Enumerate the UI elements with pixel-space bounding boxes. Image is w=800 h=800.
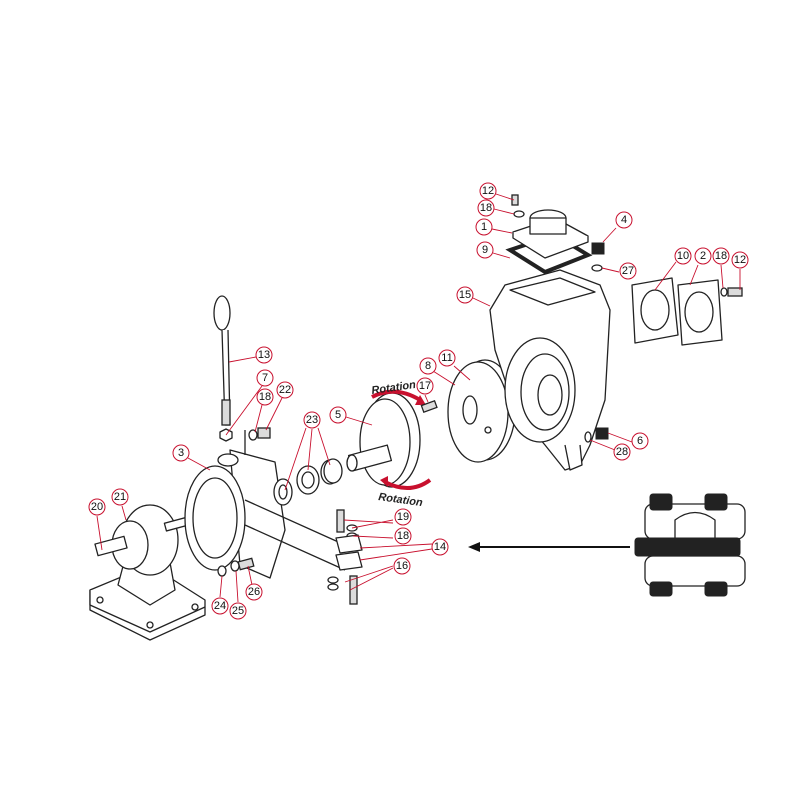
eyebolt: [213, 295, 233, 442]
bearing-pedestal: [89, 504, 206, 641]
svg-text:18: 18: [259, 391, 271, 403]
callout-23: 23: [303, 411, 321, 429]
svg-text:23: 23: [306, 414, 318, 426]
svg-text:22: 22: [279, 384, 291, 396]
svg-text:8: 8: [425, 360, 431, 372]
callout-18: 18: [256, 388, 274, 406]
detail-arrow: [468, 542, 630, 552]
pump-casing: [489, 269, 611, 471]
drain-fill-plugs: [584, 242, 609, 443]
svg-text:24: 24: [214, 600, 226, 612]
callout-6: 6: [631, 432, 649, 450]
svg-text:18: 18: [715, 250, 727, 262]
callout-18: 18: [712, 247, 730, 265]
rotation-arrows: Rotation Rotation: [371, 379, 432, 509]
adapter-housing: [184, 430, 346, 579]
svg-text:18: 18: [397, 530, 409, 542]
callout-13: 13: [255, 346, 273, 364]
callout-8: 8: [419, 357, 437, 375]
callout-27: 27: [619, 262, 637, 280]
callout-16: 16: [393, 557, 411, 575]
svg-text:27: 27: [622, 265, 634, 277]
callout-17: 17: [416, 377, 434, 395]
callout-24: 24: [211, 597, 229, 615]
svg-text:7: 7: [262, 372, 268, 384]
impeller: [346, 392, 421, 488]
callout-12: 12: [479, 182, 497, 200]
svg-text:14: 14: [434, 541, 446, 553]
svg-text:12: 12: [734, 254, 746, 266]
callout-18: 18: [394, 527, 412, 545]
clamp-detail-inset: [634, 493, 746, 597]
svg-text:13: 13: [258, 349, 270, 361]
callout-1: 1: [475, 218, 493, 236]
callout-28: 28: [613, 443, 631, 461]
svg-text:16: 16: [396, 560, 408, 572]
svg-text:4: 4: [621, 214, 627, 226]
callout-19: 19: [394, 508, 412, 526]
callout-2: 2: [694, 247, 712, 265]
callout-7: 7: [256, 369, 274, 387]
svg-text:1: 1: [481, 221, 487, 233]
callout-12: 12: [731, 251, 749, 269]
svg-text:3: 3: [178, 447, 184, 459]
callout-15: 15: [456, 286, 474, 304]
small-fasteners: [217, 427, 271, 577]
mechanical-seal: [273, 458, 343, 506]
svg-text:6: 6: [637, 435, 643, 447]
svg-text:15: 15: [459, 289, 471, 301]
callout-3: 3: [172, 444, 190, 462]
svg-text:25: 25: [232, 605, 244, 617]
callout-22: 22: [276, 381, 294, 399]
svg-text:20: 20: [91, 501, 103, 513]
svg-text:18: 18: [480, 202, 492, 214]
svg-text:9: 9: [482, 244, 488, 256]
svg-text:2: 2: [700, 250, 706, 262]
svg-text:19: 19: [397, 511, 409, 523]
suction-flanges: [631, 277, 743, 346]
discharge-flange: [505, 194, 593, 275]
callout-14: 14: [431, 538, 449, 556]
callout-11: 11: [438, 349, 456, 367]
rotation-label-bottom: Rotation: [378, 491, 424, 509]
svg-text:21: 21: [114, 491, 126, 503]
callout-18: 18: [477, 199, 495, 217]
wear-plate-and-gasket: [420, 359, 516, 463]
callout-10: 10: [674, 247, 692, 265]
callout-26: 26: [245, 583, 263, 601]
svg-text:5: 5: [335, 409, 341, 421]
svg-text:26: 26: [248, 586, 260, 598]
callout-4: 4: [615, 211, 633, 229]
callout-5: 5: [329, 406, 347, 424]
callout-21: 21: [111, 488, 129, 506]
callout-9: 9: [476, 241, 494, 259]
callout-25: 25: [229, 602, 247, 620]
leader-lines: [96, 193, 741, 603]
svg-text:11: 11: [441, 352, 452, 364]
svg-text:17: 17: [419, 380, 431, 392]
svg-text:28: 28: [616, 446, 628, 458]
svg-text:12: 12: [482, 185, 494, 197]
shaft-clamp: [327, 509, 363, 605]
svg-text:10: 10: [677, 250, 689, 262]
callout-20: 20: [88, 498, 106, 516]
